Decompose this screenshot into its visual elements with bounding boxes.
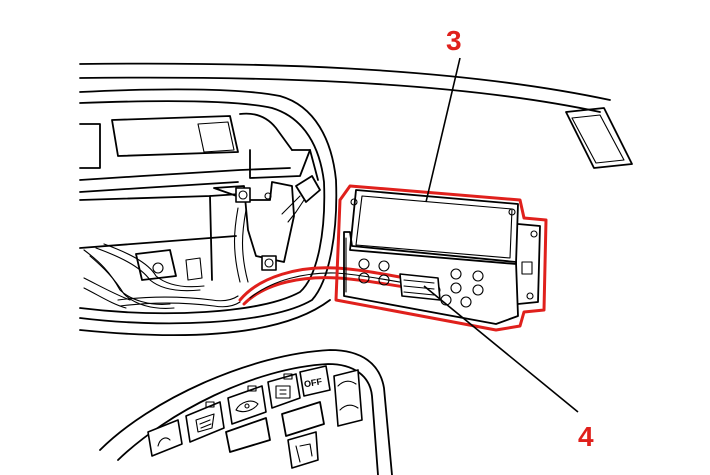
off-button-label: OFF xyxy=(303,376,323,389)
dash-vent xyxy=(565,107,633,169)
leader-line-3 xyxy=(425,57,461,203)
callout-4: 4 xyxy=(578,421,594,452)
cavity-structure xyxy=(79,112,321,309)
recirculation-icon xyxy=(235,400,259,413)
front-defrost-icon xyxy=(275,385,291,399)
dashboard-top-edge xyxy=(79,62,611,113)
module-highlight-outline xyxy=(334,184,548,332)
console-button-row xyxy=(147,365,331,457)
control-module xyxy=(334,184,548,332)
climate-console: OFF xyxy=(99,349,393,475)
rear-defrost-icon xyxy=(195,413,215,433)
callout-3: 3 xyxy=(446,25,462,56)
dashboard-opening xyxy=(79,88,338,336)
leader-lines xyxy=(423,57,579,413)
leader-line-4 xyxy=(423,285,579,413)
seat-icon xyxy=(157,437,171,447)
fan-icon xyxy=(333,369,363,427)
